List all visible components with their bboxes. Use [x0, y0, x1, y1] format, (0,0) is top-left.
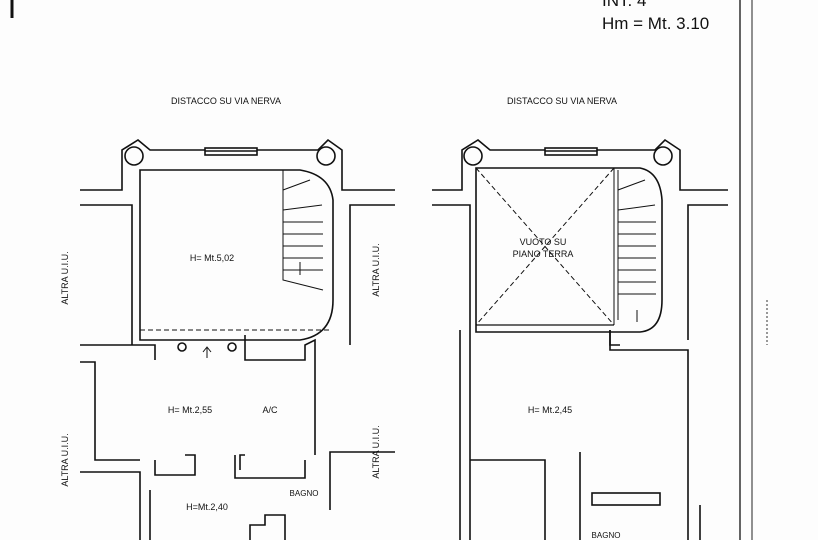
left-partition-a [154, 454, 196, 476]
right-void-diagonal-2 [475, 167, 615, 326]
right-wall-top-right [597, 138, 728, 191]
left-column-1 [177, 342, 187, 352]
left-neighbor-left-top: ALTRA U.I.U. [60, 251, 70, 305]
left-neighbor-right-bottom: ALTRA U.I.U. [371, 425, 381, 479]
left-bay-right [316, 146, 336, 166]
right-room-height: H= Mt.2,45 [527, 405, 573, 415]
left-bathroom-label: BAGNO [289, 489, 319, 498]
right-wall-top-left-inner [432, 204, 471, 330]
left-middle-room-height: H= Mt.2,55 [167, 405, 213, 415]
average-height: Hm = Mt. 3.10 [602, 14, 710, 33]
left-partition-d [249, 514, 286, 540]
right-door-jamb [609, 330, 620, 346]
right-street-label: DISTACCO SU VIA NERVA [506, 96, 618, 106]
left-main-room-height: H= Mt.5,02 [189, 253, 235, 263]
left-bay-left [124, 146, 144, 166]
left-wall-middle-top-left [80, 344, 156, 360]
left-wall-middle-right [244, 335, 316, 455]
left-wall-lower-right [329, 451, 395, 510]
right-partition-a [470, 459, 546, 540]
left-stair [282, 170, 324, 291]
left-main-room [139, 169, 334, 341]
right-wall-top-right-inner [687, 204, 728, 340]
right-void-outline [475, 167, 663, 333]
left-arrow-head [202, 346, 212, 353]
left-wall-top-right-inner [349, 204, 395, 345]
left-wall-top-left-inner [80, 204, 133, 345]
right-wall-top-left [432, 139, 545, 191]
left-wall-lower-left [80, 471, 141, 540]
right-wall-right [609, 330, 689, 540]
left-column-2 [227, 342, 237, 352]
right-bathroom-label: BAGNO [591, 531, 621, 540]
right-plan [432, 138, 728, 540]
left-wall-top-left [80, 139, 205, 191]
right-bay-left [463, 146, 483, 166]
right-bay-right [653, 146, 673, 166]
unit-number: INT. 4 [602, 0, 647, 10]
left-door-jamb [239, 454, 245, 470]
left-bottom-room-height: H=Mt.2,40 [186, 502, 228, 512]
left-ac-label: A/C [262, 405, 278, 415]
left-neighbor-left-bottom: ALTRA U.I.U. [60, 433, 70, 487]
left-partition-b [234, 455, 306, 479]
left-wall-top-right [257, 138, 395, 191]
right-stair [617, 170, 656, 322]
left-wall-middle-left [80, 361, 140, 461]
right-void-label-2: PIANO TERRA [512, 249, 574, 259]
right-fixture [591, 492, 661, 506]
left-neighbor-right-top: ALTRA U.I.U. [371, 243, 381, 297]
right-void-label-1: VUOTO SU [519, 237, 567, 247]
left-plan [80, 138, 395, 540]
left-street-label: DISTACCO SU VIA NERVA [170, 96, 282, 106]
